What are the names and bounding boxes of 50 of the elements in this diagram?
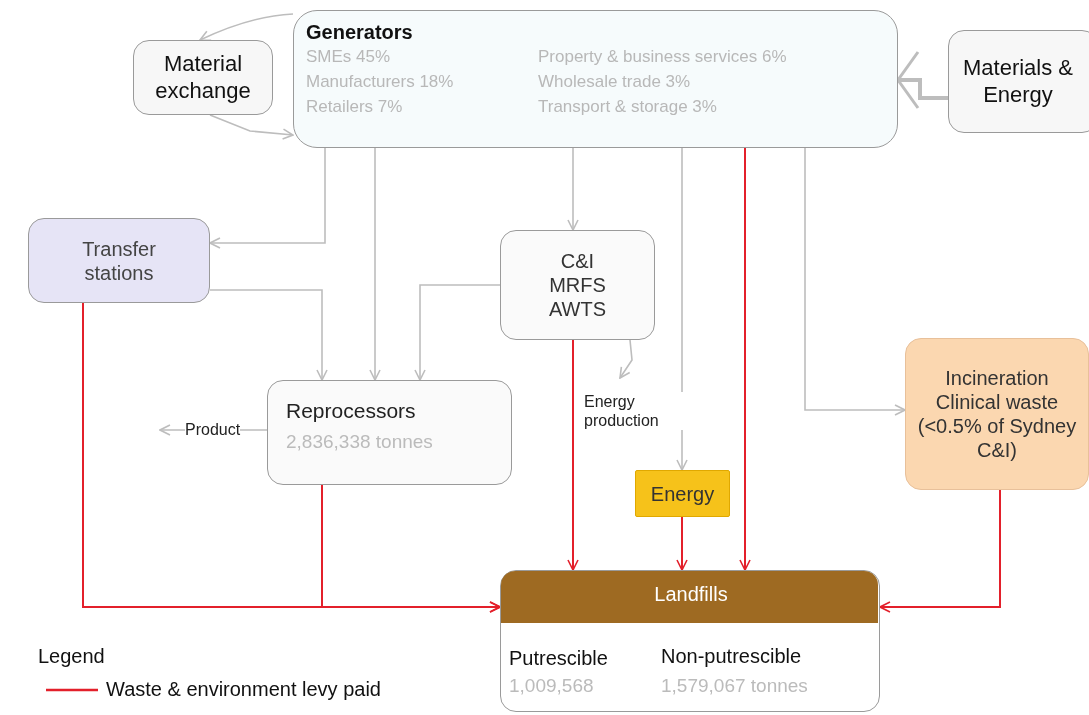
box-text: Putrescible (509, 647, 608, 670)
box-text: 1,009,568 (509, 675, 594, 697)
process-box (905, 338, 1089, 490)
box-heading: Materials & Energy (961, 55, 1074, 108)
arrow (414, 284, 501, 381)
box-heading: Reprocessors (286, 399, 416, 423)
process-box (500, 570, 880, 712)
box-heading: Energy (650, 481, 715, 506)
arrow (209, 114, 294, 140)
box-text: Non-putrescible (661, 645, 802, 668)
arrow (804, 147, 906, 416)
box-heading: Material exchange (154, 51, 252, 104)
process-box (635, 470, 730, 517)
box-text: Manufacturers 18% (306, 72, 454, 92)
process-box (948, 30, 1089, 133)
arrow (739, 147, 751, 571)
box-text: Retailers 7% (306, 97, 403, 117)
box-heading: Transfer stations (81, 236, 157, 285)
arrow (321, 484, 501, 613)
box-text: SMEs 45% (306, 47, 391, 67)
arrow (159, 424, 268, 436)
arrow (896, 50, 948, 110)
arrow (369, 147, 381, 381)
arrow (879, 489, 1001, 613)
arrow (567, 339, 579, 571)
process-box (500, 230, 655, 340)
box-heading: Incineration Clinical waste (934, 366, 1060, 414)
box-heading: C&I MRFS AWTS (548, 249, 607, 321)
process-box (267, 380, 512, 485)
box-text: Property & business services 6% (538, 47, 787, 67)
box-text: 2,836,338 tonnes (286, 431, 433, 453)
process-box (133, 40, 273, 115)
box-heading: Generators (306, 21, 413, 44)
box-text: (<0.5% of Sydney C&I) (916, 414, 1078, 462)
arrow (209, 289, 328, 381)
process-box (293, 10, 898, 148)
arrow (209, 147, 326, 249)
arrow (567, 147, 579, 231)
box-heading: Landfills (653, 583, 729, 606)
box-text: Transport & storage 3% (538, 97, 717, 117)
legend-title: Legend (38, 645, 105, 668)
arrow (676, 147, 688, 471)
legend-text: Waste & environment levy paid (106, 678, 381, 701)
arrow (676, 516, 688, 571)
box-text: 1,579,067 tonnes (661, 675, 808, 697)
process-box (28, 218, 210, 303)
box-text: Wholesale trade 3% (538, 72, 691, 92)
arrow (619, 339, 633, 379)
arrow (199, 13, 294, 42)
edge-label: Energy production (584, 392, 684, 431)
